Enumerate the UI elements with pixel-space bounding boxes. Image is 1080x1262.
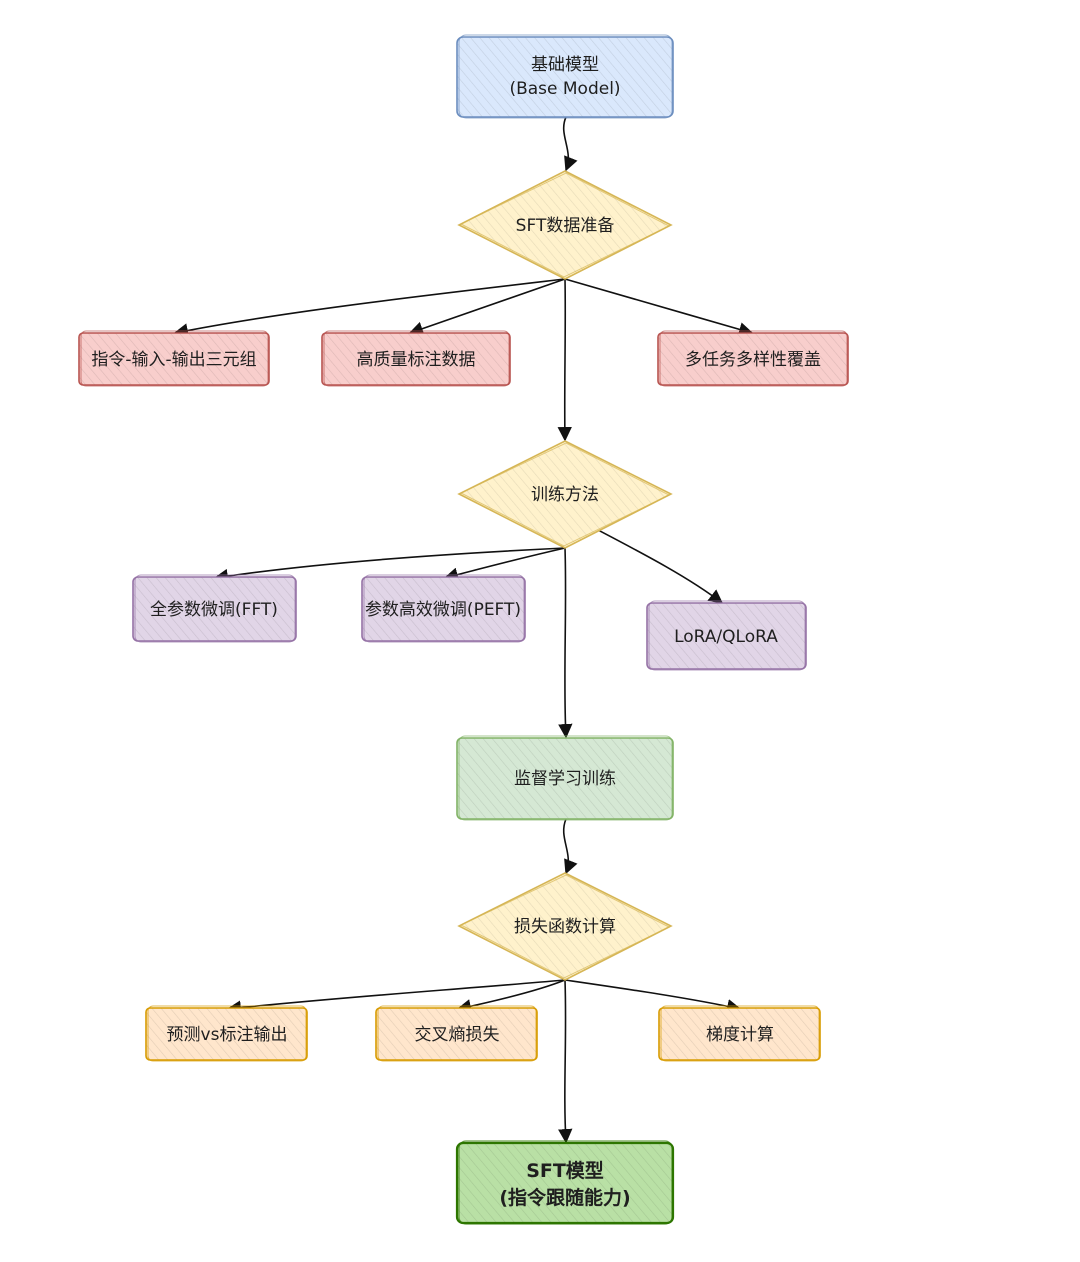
sft-model-subtitle: (指令跟随能力) bbox=[499, 1186, 630, 1209]
edge-loss-to-pred bbox=[226, 979, 566, 1015]
edge-train-to-fft bbox=[213, 547, 566, 584]
edge-train-to-lora bbox=[597, 529, 724, 604]
node-pred-vs-label[interactable]: 预测vs标注输出 bbox=[145, 1005, 308, 1062]
pred-vs-label-label: 预测vs标注输出 bbox=[167, 1025, 288, 1045]
node-triplet[interactable]: 指令-输入-输出三元组 bbox=[78, 330, 270, 387]
node-diversity[interactable]: 多任务多样性覆盖 bbox=[657, 330, 849, 387]
edge-loss-to-sft-model bbox=[558, 979, 573, 1144]
sft-data-prep-label: SFT数据准备 bbox=[516, 216, 615, 236]
triplet-label: 指令-输入-输出三元组 bbox=[91, 350, 256, 370]
node-supervised-training[interactable]: 监督学习训练 bbox=[456, 735, 674, 821]
node-peft[interactable]: 参数高效微调(PEFT) bbox=[361, 574, 526, 643]
edge-base-to-sft-data bbox=[562, 116, 578, 172]
edge-supervised-to-loss bbox=[562, 818, 578, 875]
node-training-method[interactable]: 训练方法 bbox=[457, 440, 673, 549]
lora-label: LoRA/QLoRA bbox=[674, 627, 778, 647]
quality-label: 高质量标注数据 bbox=[357, 350, 476, 370]
node-sft-data-prep[interactable]: SFT数据准备 bbox=[457, 170, 673, 280]
edges bbox=[173, 116, 754, 1144]
node-gradient[interactable]: 梯度计算 bbox=[658, 1005, 821, 1062]
fft-label: 全参数微调(FFT) bbox=[150, 600, 278, 620]
cross-entropy-label: 交叉熵损失 bbox=[415, 1025, 500, 1045]
edge-train-to-supervised bbox=[558, 547, 573, 739]
node-quality-data[interactable]: 高质量标注数据 bbox=[321, 330, 511, 387]
sft-model-title: SFT模型 bbox=[526, 1159, 604, 1182]
node-fft[interactable]: 全参数微调(FFT) bbox=[132, 574, 297, 643]
node-lora[interactable]: LoRA/QLoRA bbox=[646, 600, 807, 671]
node-sft-model[interactable]: SFT模型 (指令跟随能力) bbox=[455, 1140, 675, 1225]
edge-train-to-peft bbox=[443, 547, 566, 582]
edge-sft-data-to-triplet bbox=[173, 278, 566, 338]
edge-sft-data-to-quality bbox=[408, 278, 566, 336]
diversity-label: 多任务多样性覆盖 bbox=[685, 350, 821, 370]
base-model-subtitle: (Base Model) bbox=[509, 79, 620, 99]
supervised-training-label: 监督学习训练 bbox=[514, 769, 616, 789]
edge-sft-data-to-train-method bbox=[557, 278, 572, 442]
gradient-label: 梯度计算 bbox=[706, 1025, 774, 1045]
node-loss-computation[interactable]: 损失函数计算 bbox=[457, 872, 673, 981]
loss-computation-label: 损失函数计算 bbox=[514, 917, 616, 937]
peft-label: 参数高效微调(PEFT) bbox=[365, 600, 521, 620]
training-method-label: 训练方法 bbox=[531, 485, 599, 505]
base-model-title: 基础模型 bbox=[531, 55, 599, 75]
node-cross-entropy[interactable]: 交叉熵损失 bbox=[375, 1005, 538, 1062]
node-base-model[interactable]: 基础模型 (Base Model) bbox=[456, 34, 674, 119]
edge-sft-data-to-diversity bbox=[564, 278, 754, 337]
edge-loss-to-gradient bbox=[564, 979, 742, 1014]
